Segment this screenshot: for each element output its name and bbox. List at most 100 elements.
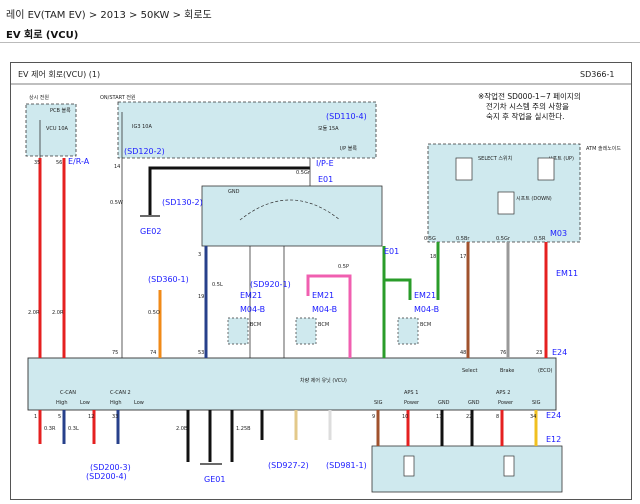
relay-block [201,185,383,247]
fuse-pcb-label: VCU 10A [46,126,69,132]
wire-code-15: 1.25B [236,426,251,432]
wire-code-3: 0.5W [110,200,123,206]
pcb-block [25,103,77,157]
aps1-power: Power [404,400,420,406]
wire-code-7: 0.5Gr [296,170,311,176]
atm-label: ATM 솔레노이드 [586,145,621,152]
aps-sensor-block [371,445,563,493]
bcm-box-1 [227,317,249,345]
wire-code-8: 0.5G [424,236,436,242]
pin-8: 8 [496,414,499,420]
pin-75: 75 [112,350,118,356]
aps1-gnd: GND [438,400,450,406]
note-line-3: 숙지 후 작업을 실시한다. [486,111,565,121]
aps2-sig: SIG [532,400,541,406]
wire-code-5: 0.5L [212,282,223,288]
aps1-sig: SIG [374,400,383,406]
can-low-1: Low [80,400,90,406]
conn-em21-a: EM21 [240,291,262,300]
ref-sd200-4[interactable]: (SD200-4) [86,472,127,481]
conn-er-a: E/R-A [68,157,90,166]
pcb-label: PCB 블록 [50,107,71,114]
wire-code-4: 0.5O [148,310,160,316]
conn-ip-e: I/P-E [316,159,334,168]
note-line-2: 전기차 시스템 주의 사항을 [486,101,569,111]
fuse-ipb-label: IG3 10A [132,124,152,130]
bcm-label-2: BCM [318,322,329,328]
ccan1-label: C-CAN [60,390,76,396]
vcu-label: 차량 제어 유닛 (VCU) [300,377,347,384]
wire-code-10: 0.5Gr [496,236,511,242]
conn-e01-mid: E01 [384,247,399,256]
gnd-label: GND [228,189,240,195]
wire-code-12: 2.0B [176,426,188,432]
brake-label: Brake [500,368,514,374]
pin-3: 3 [198,252,201,258]
wire-pink [306,274,352,358]
down-switch-label: 시프트 (DOWN) [516,196,552,202]
aps1-label: APS 1 [404,390,418,396]
pin-34: 34 [530,414,536,420]
pin-35: 35 [34,160,40,166]
eco-label: (ECO) [538,368,553,374]
pin-56: 56 [56,160,62,166]
power-always-label: 상시 전원 [29,94,49,101]
ref-sd200-3[interactable]: (SD200-3) [90,463,131,472]
bcm-box-2 [295,317,317,345]
ref-sd130-2[interactable]: (SD130-2) [162,198,203,207]
conn-m03: M03 [550,229,567,238]
pin-10: 10 [402,414,408,420]
bcm-box-3 [397,317,419,345]
conn-em21-b: EM21 [312,291,334,300]
can-low-2: Low [134,400,144,406]
conn-ge01: GE01 [204,475,225,484]
breadcrumb[interactable]: 레이 EV(TAM EV) > 2013 > 50KW > 회로도 [6,10,212,21]
down-switch-icon [497,191,515,215]
conn-e12: E12 [546,435,561,444]
pin-22: 22 [466,414,472,420]
wire-code-1: 2.0R [28,310,40,316]
wire-code-2: 2.0R [52,310,64,316]
diagram-frame [10,62,632,500]
pin-14: 14 [114,164,120,170]
select-switch-icon [455,157,473,181]
pin-1: 1 [34,414,37,420]
bcm-label-3: BCM [420,322,431,328]
conn-e24-a: E24 [552,348,567,357]
pin-48: 48 [460,350,466,356]
page-title: EV 회로 (VCU) [6,30,79,41]
pin-23: 23 [536,350,542,356]
pin-9: 9 [372,414,375,420]
conn-em11: EM11 [556,269,578,278]
wire-code-6: 0.5P [338,264,349,270]
wire-black-top [148,166,310,215]
conn-ge02: GE02 [140,227,161,236]
pin-19: 19 [198,294,204,300]
fuse-mid-label: 모듈 15A [318,126,339,132]
aps2-label: APS 2 [496,390,510,396]
up-switch-label: 시프트 (UP) [548,156,574,162]
wire-green-branch [384,278,412,300]
conn-m04b-b: M04-B [312,305,337,314]
ref-sd110-4[interactable]: (SD110-4) [326,112,367,121]
aps2-gnd: GND [468,400,480,406]
pin-76: 76 [500,350,506,356]
bcm-label-1: BCM [250,322,261,328]
pin-17: 17 [460,254,466,260]
ref-sd927-2[interactable]: (SD927-2) [268,461,309,470]
aps1-resistor-icon [403,455,415,477]
conn-e01-top: E01 [318,175,333,184]
select-label: Select [462,368,477,374]
ipb-block [117,101,377,159]
diagram-header-left: EV 제어 회로(VCU) (1) [18,69,100,79]
ref-sd120-2[interactable]: (SD120-2) [124,147,165,156]
pin-11: 11 [436,414,442,420]
ccan2-label: C-CAN 2 [110,390,131,396]
can-high-1: High [56,400,68,406]
ref-sd981-1[interactable]: (SD981-1) [326,461,367,470]
ref-sd360-1[interactable]: (SD360-1) [148,275,189,284]
note-line-1: ※작업전 SD000-1~7 페이지의 [478,91,581,101]
select-switch-label: SELECT 스위치 [478,155,512,162]
ref-sd920-1[interactable]: (SD920-1) [250,280,291,289]
